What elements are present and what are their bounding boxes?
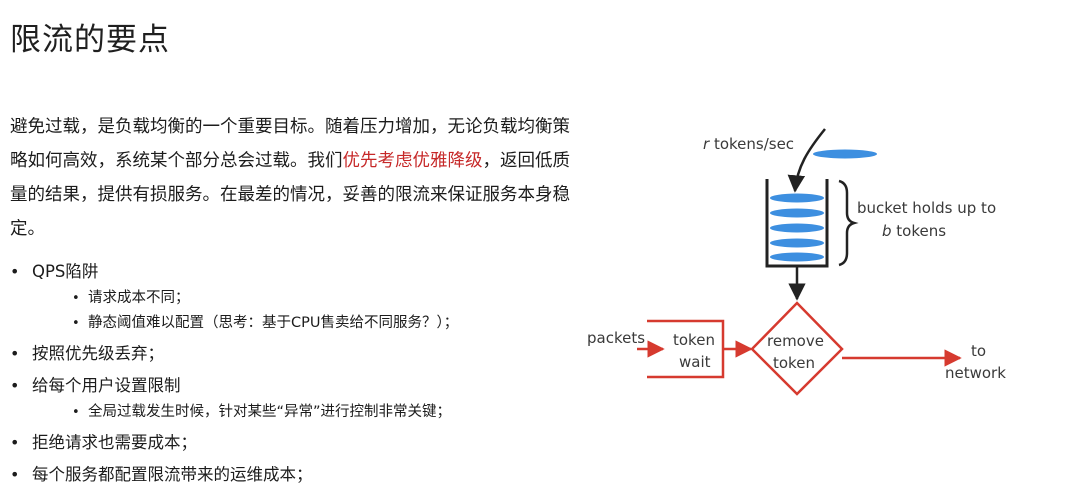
bullet-item: 按照优先级丢弃；	[10, 340, 570, 368]
bucket-token-icon	[770, 208, 824, 218]
bullet-item: 给每个用户设置限制 全局过载发生时候，针对某些“异常”进行控制非常关键；	[10, 372, 570, 425]
bullet-text: 拒绝请求也需要成本；	[32, 433, 197, 452]
bucket-var: b	[882, 222, 892, 240]
token-bucket-diagram: r tokens/sec bucket holds up to b tokens…	[587, 128, 1006, 396]
slide-title: 限流的要点	[10, 22, 170, 58]
rate-suffix: tokens/sec	[709, 135, 794, 153]
remove-token-label-1: remove	[767, 332, 824, 350]
bullet-item: 每个服务都配置限流带来的运维成本；	[10, 461, 570, 489]
sub-bullet-item: 请求成本不同；	[32, 286, 570, 311]
bucket-token-icon	[770, 238, 824, 248]
intro-highlight: 优先考虑优雅降级	[342, 151, 483, 171]
sub-bullet-list: 请求成本不同； 静态阈值难以配置（思考：基于CPU售卖给不同服务？）；	[32, 286, 570, 336]
sub-bullet-list: 全局过载发生时候，针对某些“异常”进行控制非常关键；	[32, 400, 570, 425]
to-network-label-1: to	[971, 342, 986, 360]
sub-bullet-item: 全局过载发生时候，针对某些“异常”进行控制非常关键；	[32, 400, 570, 425]
intro-text-after: ，返回低质量的结果，提供有损服务。在最差的情况，妥善的限流来保证服务本身稳定。	[10, 151, 570, 239]
bullet-text: 给每个用户设置限制	[32, 376, 181, 395]
token-wait-label-1: token	[673, 331, 715, 349]
rate-label: r tokens/sec	[703, 135, 794, 153]
sub-bullet-item: 静态阈值难以配置（思考：基于CPU售卖给不同服务？）；	[32, 311, 570, 336]
intro-paragraph: 避免过载，是负载均衡的一个重要目标。随着压力增加，无论负载均衡策略如何高效，系统…	[10, 110, 585, 246]
bullet-list: QPS陷阱 请求成本不同； 静态阈值难以配置（思考：基于CPU售卖给不同服务？）…	[10, 254, 570, 489]
bucket-token-icon	[770, 252, 824, 262]
bullet-text: QPS陷阱	[32, 262, 99, 281]
bullet-text: 每个服务都配置限流带来的运维成本；	[32, 465, 313, 484]
bucket-token-icon	[770, 223, 824, 233]
falling-token-icon	[813, 149, 877, 159]
bucket-capacity-line1: bucket holds up to	[857, 199, 996, 217]
bullet-item: QPS陷阱 请求成本不同； 静态阈值难以配置（思考：基于CPU售卖给不同服务？）…	[10, 258, 570, 336]
bucket-token-icon	[770, 193, 824, 203]
remove-token-label-2: token	[773, 354, 815, 372]
to-network-label-2: network	[945, 364, 1006, 382]
rate-var: r	[703, 135, 710, 153]
remove-token-diamond	[750, 301, 844, 396]
bucket-capacity-line2: b tokens	[882, 222, 946, 240]
bucket-line2-suffix: tokens	[892, 222, 947, 240]
token-wait-label-2: wait	[679, 353, 711, 371]
intro-text-before: 避免过载，是负载均衡的一个重要目标。随着压力增加，无论负载均衡策略如何高效，系统…	[10, 117, 570, 171]
bucket-brace	[838, 179, 859, 267]
token-drop-arrow	[787, 128, 826, 193]
bullet-item: 拒绝请求也需要成本；	[10, 429, 570, 457]
bullet-text: 按照优先级丢弃；	[32, 344, 164, 363]
packets-label: packets	[587, 329, 645, 347]
